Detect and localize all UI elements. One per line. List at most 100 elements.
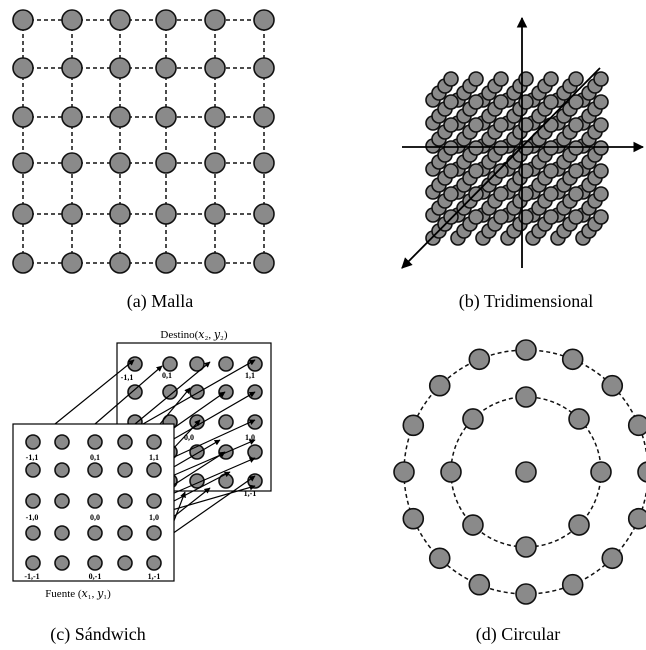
inner-ring-node bbox=[462, 514, 484, 536]
mesh-node bbox=[12, 152, 34, 174]
inner-ring-node bbox=[462, 408, 484, 430]
destination-node bbox=[218, 414, 234, 430]
lattice-node bbox=[543, 71, 559, 87]
lattice-node bbox=[593, 140, 609, 156]
source-node bbox=[117, 493, 133, 509]
connection-arrows bbox=[54, 359, 256, 535]
lattice-node bbox=[568, 94, 584, 110]
source-point-label: 1,1 bbox=[149, 453, 159, 462]
destination-point-label: 1,0 bbox=[245, 433, 255, 442]
mesh-node bbox=[12, 9, 34, 31]
lattice-node bbox=[543, 163, 559, 179]
mesh-node bbox=[253, 152, 275, 174]
outer-ring-node bbox=[428, 374, 451, 397]
mesh-node bbox=[61, 9, 83, 31]
source-node bbox=[117, 462, 133, 478]
mesh-node bbox=[12, 252, 34, 274]
inner-ring-node bbox=[590, 461, 612, 483]
outer-ring-node bbox=[402, 507, 425, 530]
connection-arrow bbox=[167, 391, 226, 433]
destination-node bbox=[162, 356, 178, 372]
destination-point-label: -1,1 bbox=[121, 373, 134, 382]
lattice-node bbox=[493, 140, 509, 156]
source-node bbox=[25, 555, 41, 571]
outer-ring-node bbox=[515, 339, 537, 361]
lattice-node bbox=[543, 209, 559, 225]
mesh-node bbox=[155, 57, 177, 79]
lattice-node bbox=[493, 186, 509, 202]
source-node bbox=[54, 555, 70, 571]
connection-arrow bbox=[171, 451, 226, 487]
mesh-node bbox=[253, 57, 275, 79]
mesh-node bbox=[204, 252, 226, 274]
destination-node bbox=[247, 444, 263, 460]
lattice-node bbox=[593, 209, 609, 225]
source-node bbox=[146, 525, 162, 541]
mesh-node bbox=[204, 203, 226, 225]
source-point-label: 0,-1 bbox=[89, 572, 102, 581]
source-point-label: 0,1 bbox=[90, 453, 100, 462]
destination-node bbox=[127, 356, 143, 372]
mesh-node bbox=[61, 252, 83, 274]
destination-point-label: 0,1 bbox=[162, 371, 172, 380]
lattice-node bbox=[443, 163, 459, 179]
source-point-label: -1,1 bbox=[26, 453, 39, 462]
outer-ring-node bbox=[561, 348, 584, 371]
mesh-node bbox=[109, 9, 131, 31]
lattice-node bbox=[543, 94, 559, 110]
mesh-node bbox=[109, 106, 131, 128]
source-node bbox=[87, 525, 103, 541]
source-node bbox=[146, 462, 162, 478]
mesh-node bbox=[253, 106, 275, 128]
outer-ring-node bbox=[393, 461, 415, 483]
source-node bbox=[117, 525, 133, 541]
caption-circular: (d) Circular bbox=[476, 624, 560, 645]
lattice-node bbox=[468, 140, 484, 156]
connection-arrow bbox=[171, 419, 256, 459]
outer-ring-node bbox=[468, 348, 491, 371]
source-point-label: -1,0 bbox=[26, 513, 39, 522]
outer-ring-node bbox=[627, 414, 646, 437]
mesh-node bbox=[155, 203, 177, 225]
mesh-node bbox=[155, 106, 177, 128]
destination-nodes: -1,10,11,10,01,00,-11,-1 bbox=[121, 356, 263, 498]
outer-ring-node bbox=[601, 547, 624, 570]
destination-title: Destino(𝑥₂, 𝑦₂) bbox=[160, 329, 227, 341]
source-node bbox=[25, 462, 41, 478]
lattice-node bbox=[568, 186, 584, 202]
mesh-node bbox=[204, 106, 226, 128]
lattice-node bbox=[443, 94, 459, 110]
source-node bbox=[117, 555, 133, 571]
center-node bbox=[515, 461, 537, 483]
lattice-node bbox=[468, 117, 484, 133]
outer-ring-node bbox=[402, 414, 425, 437]
connection-arrow bbox=[171, 439, 221, 469]
lattice-node bbox=[493, 163, 509, 179]
destination-node bbox=[247, 356, 263, 372]
lattice-node bbox=[593, 163, 609, 179]
connection-arrow bbox=[94, 365, 163, 425]
mesh-diagram bbox=[12, 9, 275, 274]
inner-ring-node bbox=[515, 386, 537, 408]
source-node bbox=[146, 493, 162, 509]
caption-three-dimensional: (b) Tridimensional bbox=[459, 291, 594, 312]
outer-ring-node bbox=[468, 573, 491, 596]
lattice-node bbox=[468, 209, 484, 225]
lattice-node bbox=[543, 186, 559, 202]
mesh-node bbox=[61, 152, 83, 174]
lattice-node bbox=[568, 209, 584, 225]
source-node bbox=[25, 493, 41, 509]
lattice-node bbox=[593, 117, 609, 133]
source-node bbox=[54, 525, 70, 541]
circular-diagram bbox=[393, 339, 646, 605]
connection-arrow bbox=[142, 359, 256, 425]
z-axis bbox=[401, 67, 601, 269]
inner-ring-node bbox=[568, 514, 590, 536]
connection-arrow bbox=[134, 361, 211, 425]
caption-sandwich: (c) Sándwich bbox=[50, 624, 145, 645]
connection-arrow bbox=[171, 439, 256, 477]
source-node bbox=[54, 462, 70, 478]
connection-arrow bbox=[171, 457, 256, 495]
